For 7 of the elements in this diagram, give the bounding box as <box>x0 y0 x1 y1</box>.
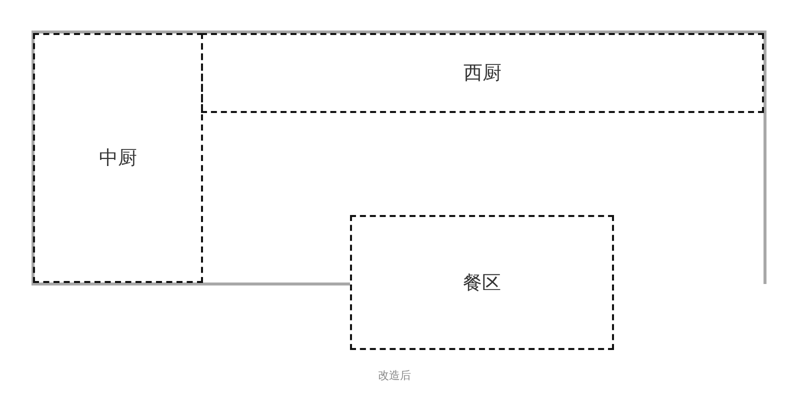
caption: 改造后 <box>378 368 411 383</box>
zone-label: 餐区 <box>463 270 501 296</box>
zone-box <box>33 33 203 283</box>
zone-label: 中厨 <box>99 146 137 171</box>
zone-box <box>201 33 764 113</box>
zone-label: 西厨 <box>464 61 502 86</box>
zone-box <box>350 215 614 350</box>
